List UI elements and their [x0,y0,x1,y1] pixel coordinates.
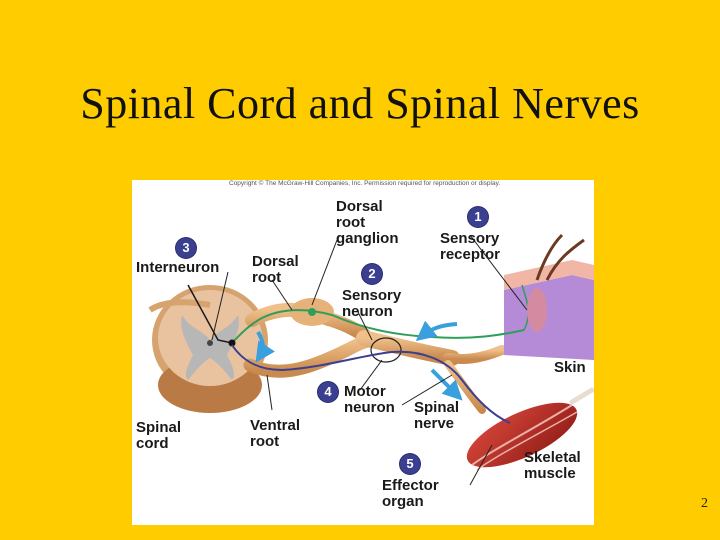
step-3-badge: 3 [176,238,196,258]
sensory-neuron-path [229,309,525,346]
step-1-badge: 1 [468,207,488,227]
page-number: 2 [701,496,708,511]
ventral-root-label: Ventral root [250,417,301,450]
sensory-neuron-label: Sensory neuron [342,287,402,320]
pointer-lines [211,234,528,486]
skin-shape [504,233,594,360]
spinal-nerve-label: Spinal nerve [414,399,460,432]
copyright-notice: Copyright © The McGraw-Hill Companies, I… [229,180,501,187]
sensory-direction-arrow [415,320,458,341]
dorsal-root-ganglion-label: Dorsal root ganglion [336,198,399,247]
motor-neuron-label: Motor neuron [344,383,395,416]
nerve-roots-shape [243,298,507,414]
motor-direction-arrow [430,368,463,401]
dorsal-root-label: Dorsal root [252,253,299,286]
spinal-cord-label: Spinal cord [136,419,182,452]
interneuron-path [187,284,233,344]
skin-label: Skin [554,359,586,376]
interneuron-cell-body [228,339,236,347]
ganglion-cell-body [308,308,316,316]
skeletal-muscle-label: Skeletal muscle [524,449,581,482]
effector-organ-label: Effector organ [382,477,439,510]
step-2-badge: 2 [362,264,382,284]
interneuron-direction-arrow [255,330,275,363]
reflex-arc-figure: Copyright © The McGraw-Hill Companies, I… [132,180,594,525]
slide-title: Spinal Cord and Spinal Nerves [80,79,640,128]
interneuron-label: Interneuron [136,259,220,276]
step-4-badge: 4 [318,382,338,402]
step-5-badge: 5 [400,454,420,474]
motor-neuron-path [231,344,511,424]
skeletal-muscle-shape [466,387,594,471]
spinal-cord-shape [148,285,268,413]
sensory-receptor-label: Sensory receptor [440,230,501,263]
reflex-arc-illustration [148,233,594,486]
